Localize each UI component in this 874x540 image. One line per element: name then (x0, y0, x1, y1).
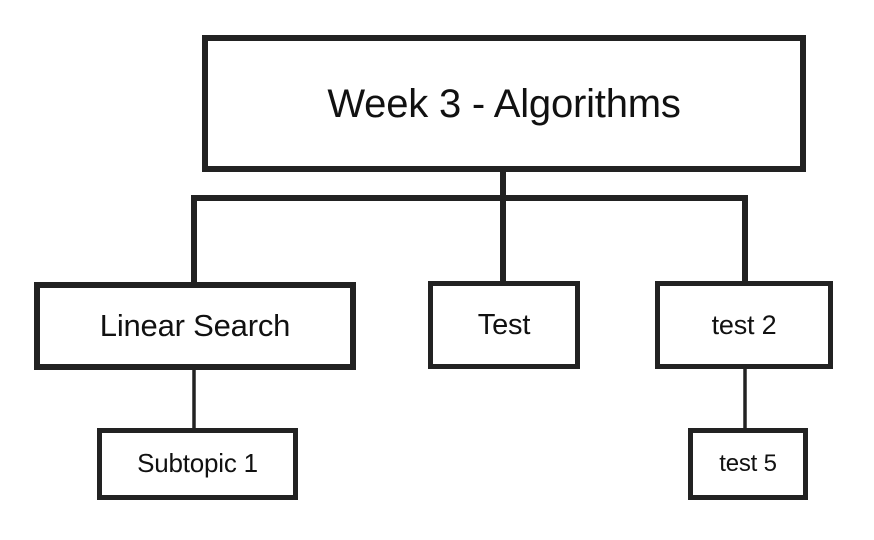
node-test-2[interactable]: test 2 (655, 281, 833, 369)
node-root-label: Week 3 - Algorithms (327, 81, 681, 126)
node-test-2-label: test 2 (711, 309, 777, 340)
node-linear-search[interactable]: Linear Search (34, 282, 356, 370)
node-linear-search-label: Linear Search (99, 307, 291, 343)
node-test-5-label: test 5 (719, 450, 777, 478)
node-test-label: Test (477, 308, 531, 341)
node-root[interactable]: Week 3 - Algorithms (202, 35, 806, 172)
node-test[interactable]: Test (428, 281, 580, 369)
node-subtopic-1-label: Subtopic 1 (137, 448, 258, 479)
node-subtopic-1[interactable]: Subtopic 1 (97, 428, 298, 500)
node-test-5[interactable]: test 5 (688, 428, 808, 500)
